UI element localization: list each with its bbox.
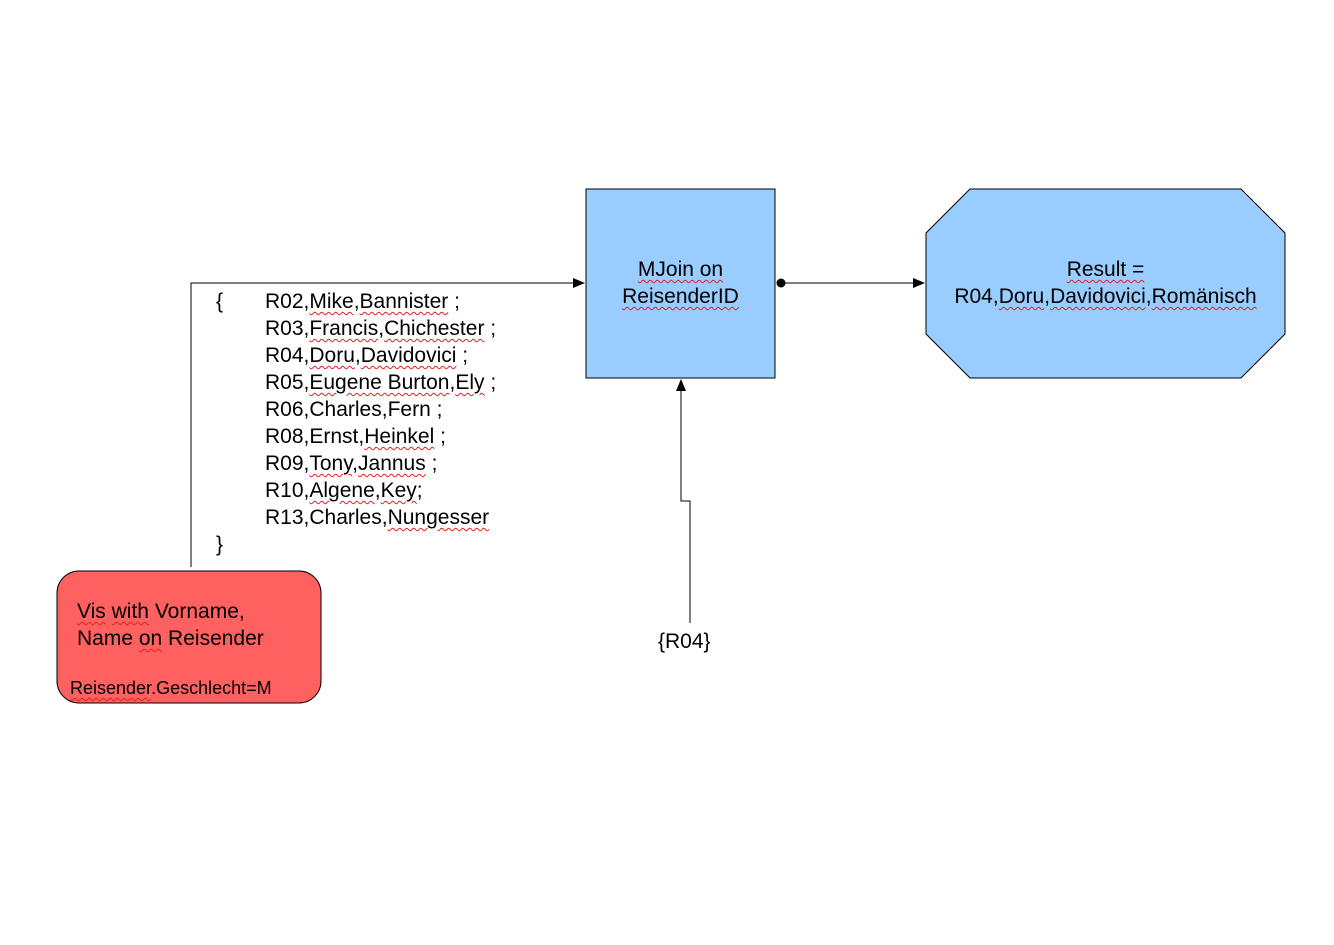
tuple-first-name: Doru	[309, 344, 355, 367]
source-condition-rest: .Geschlecht=M	[151, 678, 272, 698]
tuple-end: ;	[484, 317, 497, 340]
tuple-last-name: Nungesser	[387, 506, 490, 529]
result-id: R04,	[954, 285, 999, 308]
result-first-name: Doru	[998, 285, 1045, 308]
tuple-row: R10,Algene,Key;	[265, 477, 423, 504]
tuple-last-name: Fern	[387, 398, 431, 421]
source-word-with: with	[111, 600, 149, 623]
tuple-last-name: Ely	[455, 371, 485, 394]
tuple-row: R05,Eugene Burton,Ely ;	[265, 369, 496, 396]
tuple-id: R06,	[265, 398, 310, 421]
tuple-separator: ,	[378, 317, 385, 340]
tuple-separator: ,	[358, 425, 365, 448]
filter-to-join-connector	[676, 379, 691, 623]
source-condition-table: Reisender	[70, 678, 152, 698]
join-box-label: MJoin on ReisenderID	[586, 256, 775, 310]
tuple-end: ;	[430, 398, 443, 421]
result-sep-2: ,	[1145, 285, 1152, 308]
tuple-end: ;	[434, 425, 446, 448]
tuple-last-name: Heinkel	[364, 425, 435, 448]
result-box[interactable]	[925, 188, 1286, 379]
tuple-end: ;	[484, 371, 497, 394]
tuple-id: R05,	[265, 371, 310, 394]
tuple-id: R08,	[265, 425, 310, 448]
filter-input-label: {R04}	[658, 630, 711, 653]
tuple-id: R13,	[265, 506, 310, 529]
tuple-last-name: Key	[380, 479, 417, 502]
tuple-first-name: Francis	[309, 317, 379, 340]
tuple-id: R02,	[265, 290, 310, 313]
tuple-id: R10,	[265, 479, 310, 502]
tuple-separator: ,	[353, 290, 360, 313]
tuple-row: R02,Mike,Bannister ;	[265, 288, 460, 315]
source-word-vis: Vis	[77, 600, 106, 623]
tuple-last-name: Jannus	[358, 452, 426, 475]
tuple-separator: ,	[381, 398, 388, 421]
join-label-line-1: MJoin on	[637, 258, 724, 281]
source-condition: Reisender.Geschlecht=M	[70, 677, 272, 699]
tuple-last-name: Bannister	[359, 290, 449, 313]
source-box-line-2: Name on Reisender	[77, 625, 264, 652]
result-label-line-1: Result =	[1066, 258, 1145, 281]
tuple-first-name: Mike	[309, 290, 354, 313]
tuple-first-name: Ernst	[309, 425, 359, 448]
result-sep-1: ,	[1044, 285, 1051, 308]
tuple-end: ;	[425, 452, 438, 475]
tuple-end: ;	[456, 344, 469, 367]
tuple-first-name: Eugene Burton	[309, 371, 450, 394]
source-line-1-rest: Vorname,	[149, 600, 245, 623]
tuple-id: R03,	[265, 317, 310, 340]
tuple-first-name: Charles	[309, 506, 382, 529]
tuple-row: R08,Ernst,Heinkel ;	[265, 423, 446, 450]
result-last-name: Davidovici	[1050, 285, 1146, 308]
source-box[interactable]	[56, 570, 322, 704]
tuple-row: R09,Tony,Jannus ;	[265, 450, 437, 477]
tuple-id: R09,	[265, 452, 310, 475]
source-to-join-connector	[190, 278, 585, 567]
tuple-separator: ,	[374, 479, 381, 502]
tuple-last-name: Chichester	[384, 317, 485, 340]
tuple-row: R06,Charles,Fern ;	[265, 396, 442, 423]
connector-start-dot	[776, 278, 786, 288]
tuple-first-name: Charles	[309, 398, 382, 421]
tuple-separator: ,	[381, 506, 388, 529]
close-brace: }	[216, 533, 224, 556]
join-box[interactable]	[585, 188, 776, 379]
source-word-on: on	[138, 627, 163, 650]
source-line-2-rest: Reisender	[162, 627, 264, 650]
tuple-separator: ,	[352, 452, 359, 475]
tuple-end: ;	[448, 290, 460, 313]
tuple-row: R03,Francis,Chichester ;	[265, 315, 496, 342]
tuple-id: R04,	[265, 344, 310, 367]
tuple-end: ;	[416, 479, 423, 502]
tuple-separator: ,	[354, 344, 361, 367]
tuple-first-name: Tony	[309, 452, 353, 475]
tuple-row: R13,Charles,Nungesser	[265, 504, 489, 531]
tuple-separator: ,	[449, 371, 456, 394]
tuple-last-name: Davidovici	[360, 344, 457, 367]
result-nationality: Romänisch	[1151, 285, 1257, 308]
join-label-line-2: ReisenderID	[622, 285, 739, 308]
tuple-first-name: Algene	[309, 479, 375, 502]
result-box-label: Result =R04,Doru,Davidovici,Romänisch	[926, 256, 1285, 310]
tuple-row: R04,Doru,Davidovici ;	[265, 342, 468, 369]
source-box-line-1: Vis with Vorname,	[77, 598, 245, 625]
source-line-2-start: Name	[77, 627, 139, 650]
open-brace: {	[216, 290, 224, 313]
